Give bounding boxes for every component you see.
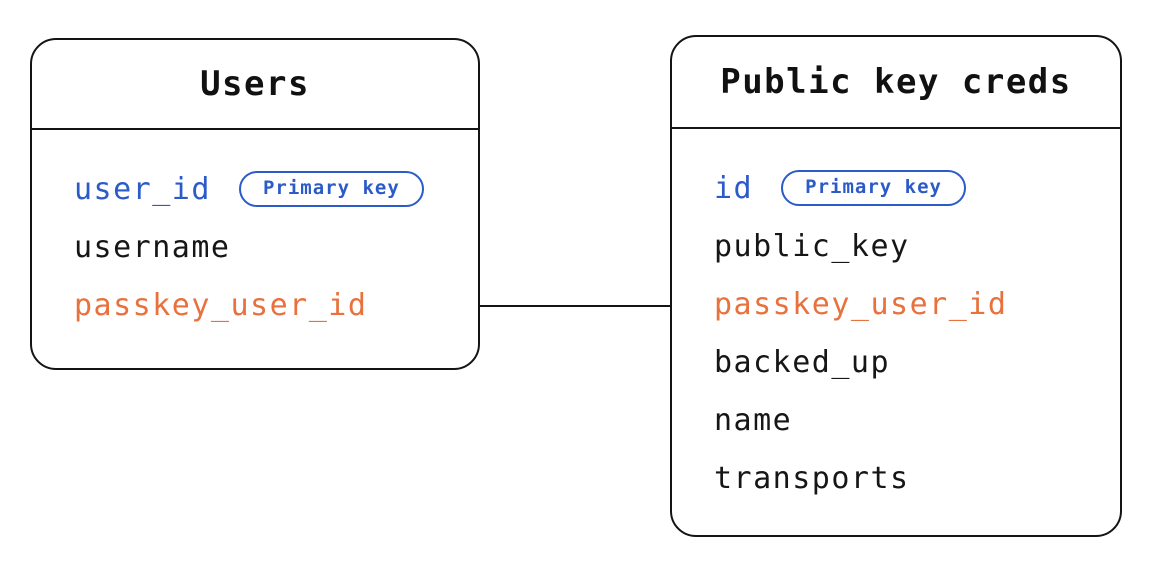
field-row-user-id: user_id Primary key [74, 160, 478, 218]
table-users-title: Users [200, 64, 310, 104]
primary-key-badge: Primary key [238, 171, 424, 207]
field-row-passkey-user-id: passkey_user_id [74, 276, 478, 334]
field-row-name: name [714, 391, 1120, 449]
primary-key-badge: Primary key [781, 170, 966, 206]
field-row-passkey-user-id: passkey_user_id [714, 275, 1120, 333]
table-users-body: user_id Primary key username passkey_use… [32, 130, 478, 334]
field-name-public-key: public_key [714, 228, 910, 264]
field-name-backed-up: backed_up [714, 344, 891, 380]
field-row-transports: transports [714, 449, 1120, 507]
field-name-transports: transports [714, 460, 910, 496]
field-name-name: name [714, 402, 793, 438]
table-public-key-creds: Public key creds id Primary key public_k… [670, 35, 1122, 537]
table-users-header: Users [32, 40, 478, 130]
table-public-key-creds-title: Public key creds [720, 62, 1072, 102]
field-name-id: id [714, 170, 754, 206]
table-users: Users user_id Primary key username passk… [30, 38, 480, 370]
field-row-backed-up: backed_up [714, 333, 1120, 391]
field-name-user-id: user_id [74, 171, 211, 207]
field-row-username: username [74, 218, 478, 276]
field-name-passkey-user-id: passkey_user_id [714, 286, 1008, 322]
field-row-id: id Primary key [714, 159, 1120, 217]
field-row-public-key: public_key [714, 217, 1120, 275]
field-name-username: username [74, 229, 231, 265]
field-name-passkey-user-id: passkey_user_id [74, 287, 368, 323]
relationship-connector-line [480, 305, 670, 307]
table-public-key-creds-body: id Primary key public_key passkey_user_i… [672, 129, 1120, 507]
table-public-key-creds-header: Public key creds [672, 37, 1120, 129]
